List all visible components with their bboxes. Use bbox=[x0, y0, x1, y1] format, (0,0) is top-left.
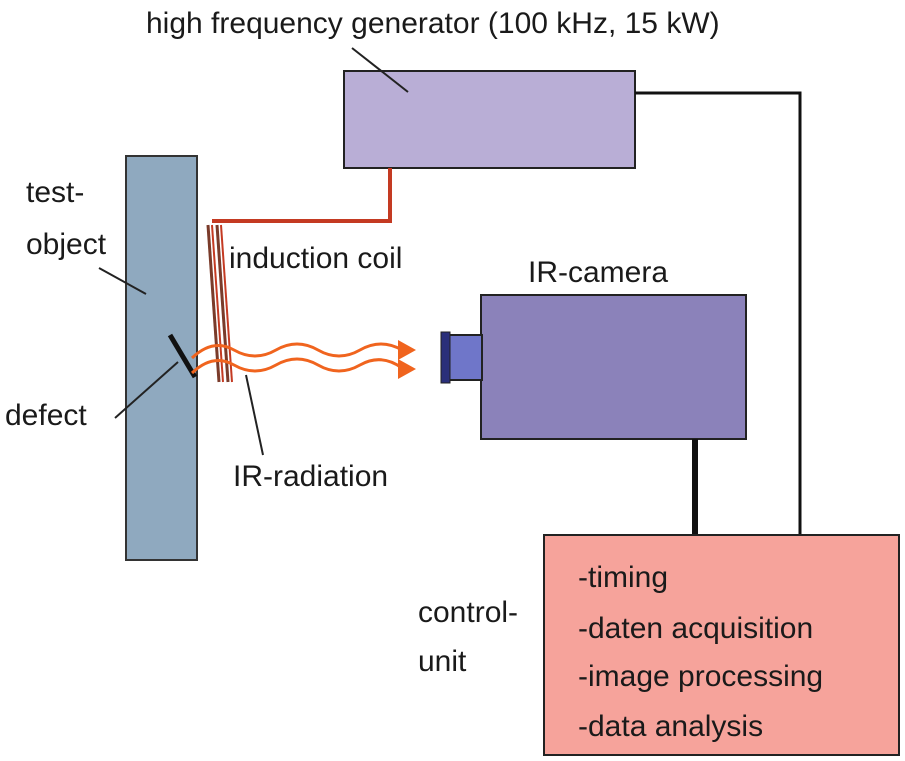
ir-radiation-wave-2 bbox=[190, 357, 403, 375]
defect-leader-line bbox=[114, 361, 179, 419]
generator-box bbox=[343, 70, 636, 169]
generator-leader-line bbox=[351, 47, 409, 93]
generator-to-control-wire bbox=[635, 91, 802, 535]
generator-label: high frequency generator (100 kHz, 15 kW… bbox=[146, 7, 720, 40]
control-unit-task-2: -daten acquisition bbox=[578, 612, 813, 645]
ir-radiation-leader-line bbox=[245, 374, 264, 456]
ir-camera-body bbox=[480, 294, 747, 440]
control-unit-box bbox=[543, 534, 900, 756]
ir-camera-label: IR-camera bbox=[528, 256, 668, 289]
defect-label: defect bbox=[5, 399, 87, 432]
ir-radiation-label: IR-radiation bbox=[233, 460, 388, 493]
ir-camera-lens bbox=[447, 334, 483, 381]
control-unit-label-line-2: unit bbox=[418, 645, 467, 678]
control-unit-task-1: -timing bbox=[578, 561, 668, 594]
control-unit-label: control- unit bbox=[418, 596, 526, 678]
control-unit-tasks: -timing -daten acquisition -image proces… bbox=[578, 561, 831, 743]
ir-camera-lens-front bbox=[440, 331, 451, 384]
test-object-label: test- object bbox=[26, 176, 107, 261]
test-object-label-line-2: object bbox=[26, 228, 107, 261]
ir-radiation-arrowhead-1 bbox=[398, 340, 416, 360]
test-object-leader-line bbox=[98, 267, 147, 295]
defect-crack bbox=[167, 333, 198, 379]
control-unit-label-line-1: control- bbox=[418, 596, 518, 629]
ir-radiation-wave-1 bbox=[190, 342, 403, 360]
control-unit-task-4: -data analysis bbox=[578, 710, 763, 743]
control-unit-task-3: -image processing bbox=[578, 660, 823, 693]
induction-coil-label: induction coil bbox=[229, 242, 402, 275]
ir-radiation-arrowhead-2 bbox=[398, 359, 416, 379]
coil-lead-wire bbox=[212, 168, 392, 223]
induction-coil bbox=[206, 224, 233, 383]
test-object-label-line-1: test- bbox=[26, 176, 84, 209]
